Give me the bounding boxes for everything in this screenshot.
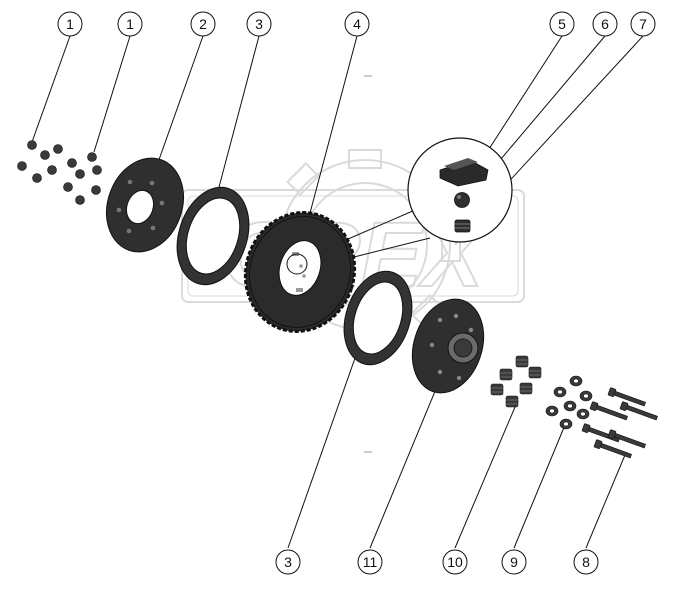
spring-part-7 <box>454 219 471 233</box>
ball-part-6 <box>454 192 470 208</box>
detail-view <box>407 137 513 243</box>
callout-2-label: 2 <box>199 16 207 32</box>
key-part-5 <box>439 158 489 187</box>
tick-marks <box>364 75 372 453</box>
callout-2: 2 <box>190 11 216 37</box>
callout-9: 9 <box>501 549 527 575</box>
callout-1a-label: 1 <box>66 16 74 32</box>
callout-3-bottom-label: 3 <box>284 554 292 570</box>
nuts-part-1 <box>17 140 102 205</box>
hub-part-11 <box>411 298 485 394</box>
springs-part-10 <box>490 355 542 408</box>
callout-7: 7 <box>630 11 656 37</box>
callout-1b-label: 1 <box>126 16 134 32</box>
callout-10-label: 10 <box>447 554 463 570</box>
callout-3-bottom: 3 <box>275 549 301 575</box>
callout-10: 10 <box>442 549 468 575</box>
friction-ring-part-3-bottom <box>343 270 413 366</box>
callout-11-label: 11 <box>363 554 378 570</box>
callout-9-label: 9 <box>510 554 518 570</box>
friction-ring-part-3-top <box>176 186 250 286</box>
callout-4: 4 <box>344 11 370 37</box>
callout-8: 8 <box>573 549 599 575</box>
washers-part-9 <box>545 375 593 430</box>
callout-4-label: 4 <box>353 16 361 32</box>
callout-5: 5 <box>549 11 575 37</box>
flange-plate-part-2 <box>106 157 184 253</box>
callout-8-label: 8 <box>582 554 590 570</box>
callout-11: 11 <box>357 549 383 575</box>
callout-6: 6 <box>592 11 618 37</box>
callout-1a: 1 <box>57 11 83 37</box>
callout-3-top-label: 3 <box>255 16 263 32</box>
callout-6-label: 6 <box>601 16 609 32</box>
callouts: 1 1 2 3 4 5 6 7 <box>57 11 656 575</box>
bolts-part-8 <box>581 387 658 459</box>
callout-7-label: 7 <box>639 16 647 32</box>
callout-5-label: 5 <box>558 16 566 32</box>
callout-1b: 1 <box>117 11 143 37</box>
callout-3-top: 3 <box>246 11 272 37</box>
sprocket-part-4 <box>243 211 357 333</box>
